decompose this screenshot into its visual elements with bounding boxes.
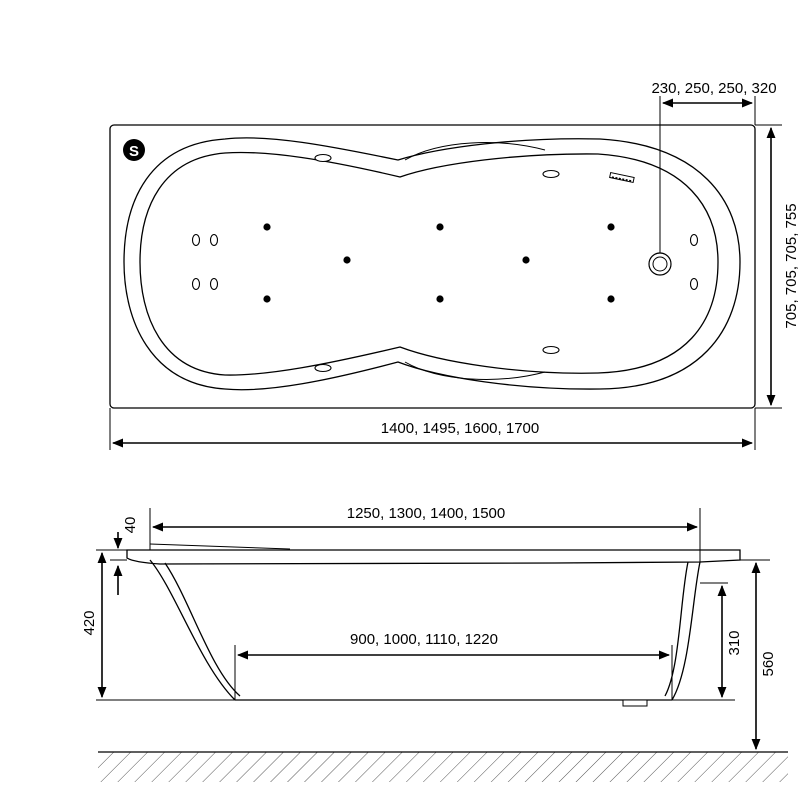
jet bbox=[343, 256, 351, 264]
nozzle bbox=[191, 233, 201, 247]
jet bbox=[436, 295, 444, 303]
apron-dimension: 310 bbox=[672, 584, 743, 701]
rim-thickness-dimension: 40 bbox=[96, 517, 139, 595]
jet bbox=[607, 223, 615, 231]
width-label: 705, 705, 705, 755 bbox=[783, 203, 800, 328]
brand-badge: S bbox=[123, 139, 145, 161]
side-nozzles bbox=[191, 153, 699, 373]
bottom-length-label: 900, 1000, 1110, 1220 bbox=[350, 631, 498, 648]
bowl-inner bbox=[139, 151, 719, 376]
rim-length-dimension: 1250, 1300, 1400, 1500 bbox=[149, 505, 701, 562]
length-label: 1400, 1495, 1600, 1700 bbox=[381, 420, 539, 437]
jet bbox=[607, 295, 615, 303]
nozzle bbox=[542, 345, 560, 355]
drain bbox=[648, 252, 672, 276]
jet bbox=[522, 256, 530, 264]
headrest-bottom bbox=[404, 361, 546, 380]
tub-foot bbox=[622, 699, 648, 707]
bottom-length-dimension: 900, 1000, 1110, 1220 bbox=[234, 631, 673, 700]
tub-back-wall bbox=[149, 559, 236, 701]
apron-label: 310 bbox=[726, 630, 743, 655]
drain-offset-dimension: 230, 250, 250, 320 bbox=[651, 80, 777, 253]
rim-thickness-label: 40 bbox=[122, 517, 139, 534]
nozzle bbox=[314, 363, 332, 373]
drain-offset-label: 230, 250, 250, 320 bbox=[651, 80, 776, 97]
length-dimension: 1400, 1495, 1600, 1700 bbox=[109, 408, 756, 450]
nozzle bbox=[209, 233, 219, 247]
total-height-dimension: 560 bbox=[740, 559, 777, 751]
width-dimension: 705, 705, 705, 755 bbox=[755, 124, 800, 409]
nozzle bbox=[689, 277, 699, 291]
bowl-outer-rim bbox=[123, 137, 741, 391]
tub-front-wall bbox=[671, 561, 701, 701]
nozzle bbox=[314, 153, 332, 163]
side-view: 1250, 1300, 1400, 1500 900, 1000, 1110, … bbox=[81, 505, 788, 782]
top-view: S bbox=[109, 80, 800, 450]
brand-badge-letter: S bbox=[129, 143, 139, 160]
jet bbox=[263, 295, 271, 303]
total-height-label: 560 bbox=[760, 651, 777, 676]
nozzle bbox=[209, 277, 219, 291]
jet bbox=[263, 223, 271, 231]
floor bbox=[98, 751, 788, 782]
headrest-top bbox=[404, 142, 546, 161]
rim-length-label: 1250, 1300, 1400, 1500 bbox=[347, 505, 505, 522]
nozzle bbox=[191, 277, 201, 291]
jet bbox=[436, 223, 444, 231]
tub-rim bbox=[126, 549, 741, 565]
massage-jets bbox=[263, 223, 615, 303]
control-strip bbox=[609, 171, 635, 184]
depth-dimension: 420 bbox=[81, 551, 235, 701]
tub-outline bbox=[109, 124, 756, 409]
depth-label: 420 bbox=[81, 610, 98, 635]
nozzle bbox=[542, 169, 560, 179]
nozzle bbox=[689, 233, 699, 247]
